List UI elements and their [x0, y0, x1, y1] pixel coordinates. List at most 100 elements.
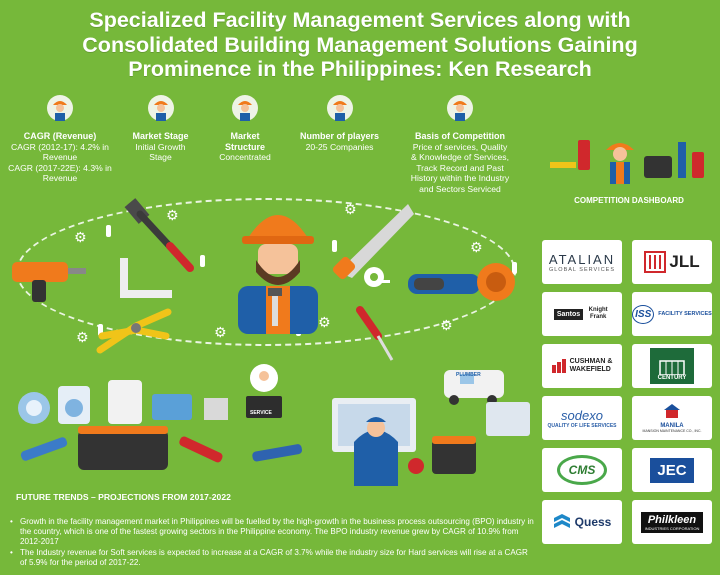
screwdriver-icon [356, 306, 394, 361]
sodexo-subtitle: QUALITY OF LIFE SERVICES [547, 422, 617, 429]
philkleen-subtitle: INDUSTRIES CORPORATION [644, 525, 700, 531]
pliers-icon [96, 308, 172, 354]
hand-saw-icon [332, 204, 414, 280]
power-drill-icon [12, 262, 86, 302]
screw-icon [106, 225, 111, 237]
stat-label: Market Stage [132, 131, 189, 141]
stat-value-line: CAGR (2012-17): 4.2% in [11, 141, 109, 152]
future-trends-heading: FUTURE TRENDS – PROJECTIONS FROM 2017-20… [16, 492, 231, 502]
gear-icon: ⚙ [440, 317, 453, 333]
logo-atalian: ATALIAN GLOBAL SERVICES [542, 240, 622, 284]
stat-cagr: CAGR (Revenue) CAGR (2012-17): 4.2% in R… [0, 95, 120, 184]
cushman-mark-icon [551, 359, 566, 373]
worker-avatar-icon [147, 95, 174, 121]
stat-value-line: CAGR (2017-22E): 4.3% in [8, 162, 112, 173]
pipe-wrench-icon [124, 198, 194, 272]
title-line-3: Prominence in the Philippines: Ken Resea… [128, 57, 592, 81]
stat-value-line: History within the Industry [410, 173, 510, 183]
tools-cleaning-scene [18, 380, 228, 470]
tape-measure-icon [364, 267, 390, 287]
workers-banner-illustration [550, 140, 704, 184]
wakefield-wordmark: WAKEFIELD [569, 366, 611, 373]
plumber-van-label: PLUMBER [456, 372, 481, 378]
title-line-1: Specialized Facility Management Services… [89, 8, 631, 32]
quess-mark-icon [553, 514, 570, 528]
stat-basis-of-competition: Basis of Competition Price of services, … [400, 95, 520, 194]
future-trends-list: Growth in the facility management market… [10, 517, 535, 569]
atalian-subtitle: GLOBAL SERVICES [548, 266, 616, 273]
gear-icon: ⚙ [214, 324, 227, 340]
screw-icon [512, 262, 517, 274]
cms-wordmark: CMS [568, 463, 596, 477]
stat-value-line: Revenue [42, 152, 78, 162]
quess-wordmark: Quess [574, 515, 612, 529]
sodexo-wordmark: sodexo [561, 407, 603, 423]
gear-icon: ⚙ [318, 314, 331, 330]
stat-value-line: Initial Growth [135, 141, 186, 152]
worker-avatar-icon [47, 95, 73, 121]
worker-avatar-icon [447, 95, 473, 121]
stat-label: CAGR (Revenue) [23, 131, 97, 141]
gear-icon: ⚙ [74, 229, 87, 245]
list-item: Growth in the facility management market… [10, 517, 535, 547]
stat-value-line: Revenue [42, 173, 78, 183]
stat-value-line: Track Record and Past [416, 162, 504, 173]
logo-quess: Quess [542, 500, 622, 544]
logo-cms: CMS [542, 448, 622, 492]
stat-value-line: and Sectors Serviced [419, 183, 501, 194]
stat-value-line: & Knowledge of Services, [411, 152, 509, 162]
stat-label: Number of players [299, 131, 380, 141]
worker-avatar-icon [232, 95, 258, 121]
gear-icon: ⚙ [344, 201, 357, 217]
infographic-title: Specialized Facility Management Services… [20, 8, 700, 82]
try-square-icon [120, 258, 172, 298]
stat-label: Structure [224, 141, 265, 152]
logo-jec: JEC [632, 448, 712, 492]
logo-philkleen: Philkleen INDUSTRIES CORPORATION [632, 500, 712, 544]
stat-value-line: Price of services, Quality [412, 141, 508, 152]
service-sign-label: SERVICE [250, 410, 272, 416]
list-item: The Industry revenue for Soft services i… [10, 548, 535, 568]
jec-wordmark: JEC [650, 457, 694, 483]
logo-iss: ISS FACILITY SERVICES [632, 292, 712, 336]
jll-wordmark: JLL [669, 252, 700, 271]
gear-icon: ⚙ [76, 329, 89, 345]
market-stats: CAGR (Revenue) CAGR (2012-17): 4.2% in R… [0, 95, 540, 215]
stat-number-of-players: Number of players 20-25 Companies [287, 95, 392, 152]
iss-subtitle: FACILITY SERVICES [658, 311, 712, 317]
screw-icon [98, 324, 103, 336]
stat-market-structure: Market Structure Concentrated [205, 95, 285, 163]
competition-dashboard-title: COMPETITION DASHBOARD [574, 196, 684, 205]
philkleen-wordmark: Philkleen [647, 513, 697, 526]
manila-subtitle: MANSION MAINTENANCE CO., INC. [642, 428, 702, 433]
gear-icon: ⚙ [470, 239, 483, 255]
angle-grinder-icon [408, 263, 515, 301]
stat-value-line: Stage [149, 152, 172, 162]
logo-santos-knight-frank: Santos Knight Frank [542, 292, 622, 336]
logo-jll: JLL [632, 240, 712, 284]
stat-label: Market [230, 131, 260, 141]
atalian-wordmark: ATALIAN [548, 251, 616, 267]
gear-icon: ⚙ [166, 207, 179, 223]
stat-value-line: 20-25 Companies [305, 141, 374, 152]
manila-wordmark: MANILA [660, 422, 684, 429]
screw-icon [200, 255, 205, 267]
logo-manila-mansion: MANILA MANSION MAINTENANCE CO., INC. [632, 396, 712, 440]
iss-wordmark: ISS [632, 304, 655, 324]
knight-frank-wordmark: Knight Frank [588, 307, 608, 320]
central-worker-illustration [238, 215, 318, 334]
technician-service-scene [246, 364, 530, 486]
title-line-2: Consolidated Building Management Solutio… [82, 32, 638, 57]
worker-avatar-icon [326, 95, 353, 121]
logo-cushman-wakefield: CUSHMAN & WAKEFIELD [542, 344, 622, 388]
manila-building-icon [663, 403, 680, 418]
stat-label: Basis of Competition [414, 131, 505, 141]
logo-sodexo: sodexo QUALITY OF LIFE SERVICES [542, 396, 622, 440]
stat-value-line: Concentrated [219, 152, 271, 162]
cushman-wordmark: CUSHMAN & [569, 358, 613, 365]
stat-market-stage: Market Stage Initial Growth Stage [118, 95, 203, 163]
century-wordmark: CENTURY [657, 375, 687, 381]
logo-century: CENTURY [632, 344, 712, 388]
jll-mark-icon [644, 251, 667, 273]
santos-wordmark: Santos [553, 308, 584, 320]
